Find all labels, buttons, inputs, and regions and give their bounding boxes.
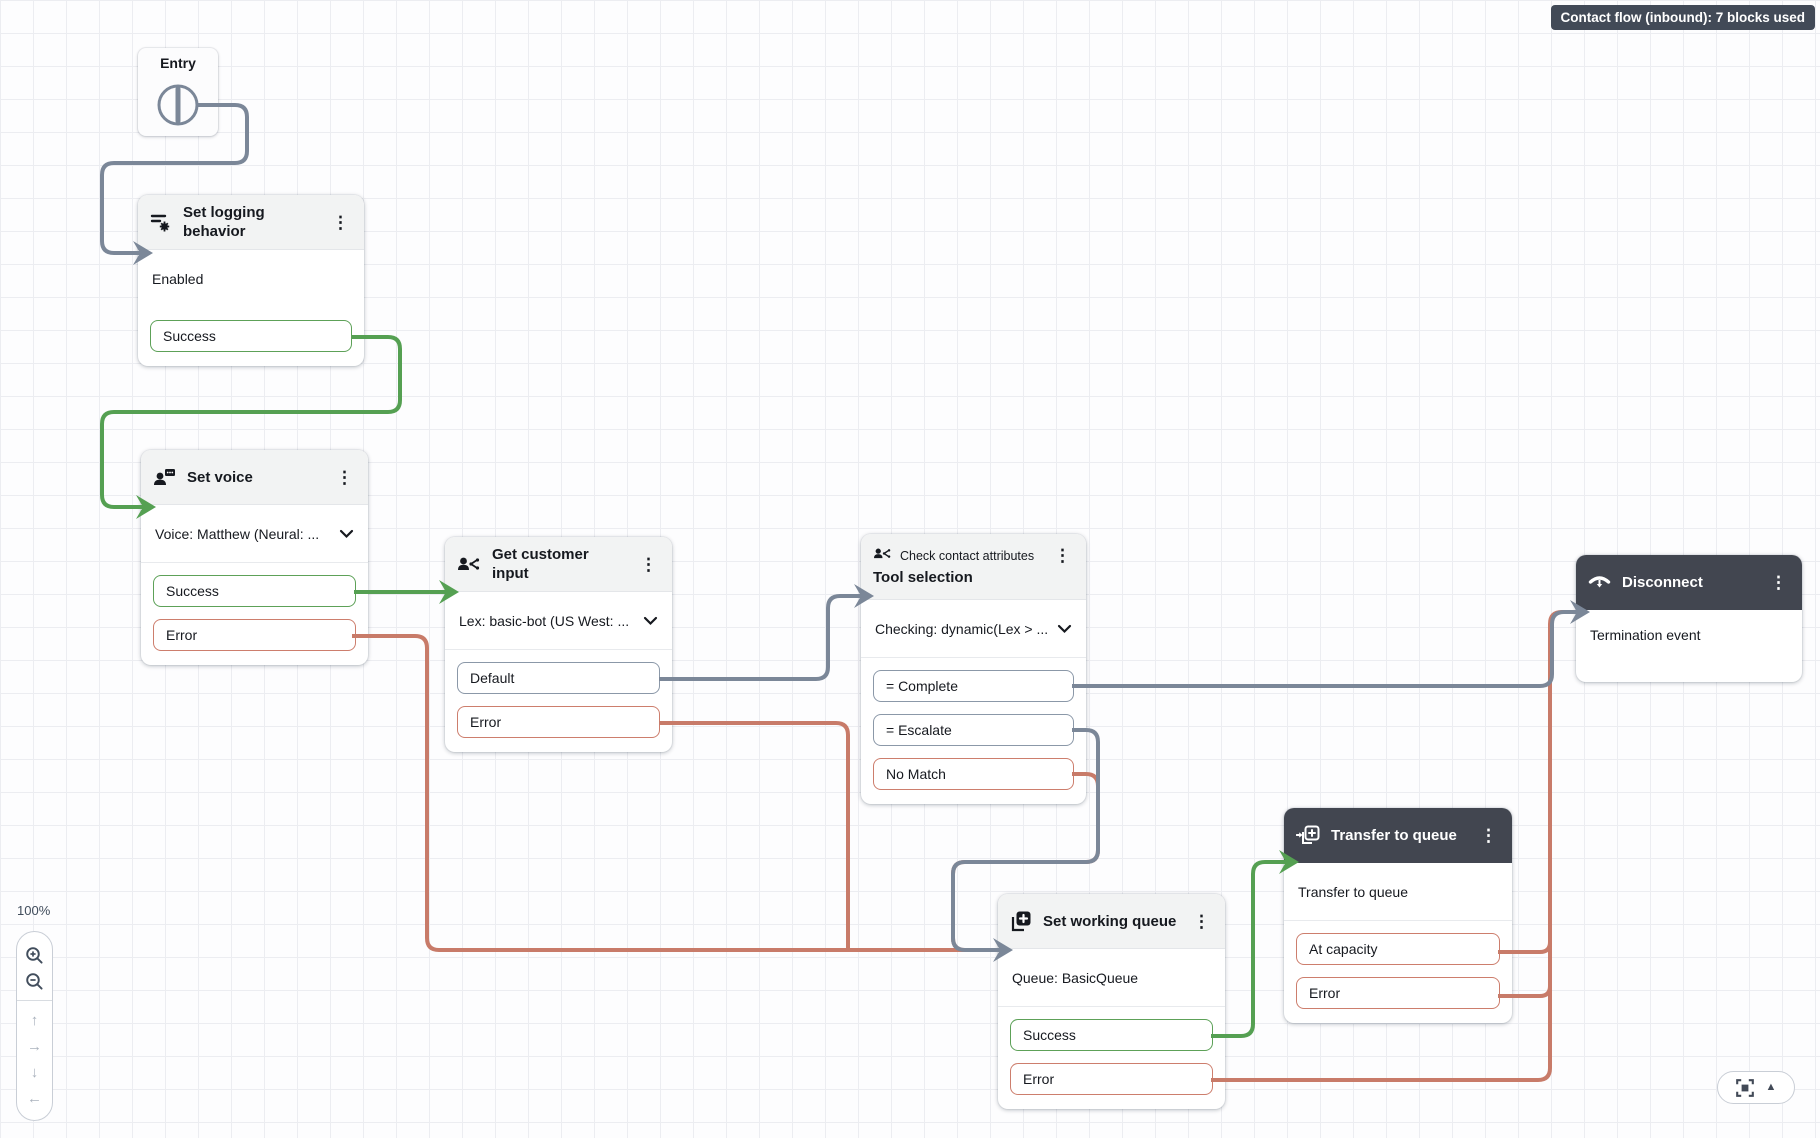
block-header[interactable]: Set working queue ⋮ [998, 894, 1225, 949]
block-title: Tool selection [873, 569, 973, 586]
output-default[interactable]: Default [457, 662, 660, 694]
zoom-in-icon [26, 946, 43, 964]
pan-left-button[interactable]: ← [17, 1086, 52, 1112]
disconnect-phone-icon [1588, 572, 1611, 592]
block-title: Get customer input [492, 546, 589, 582]
block-title: Disconnect [1622, 573, 1703, 591]
zoom-out-icon [26, 972, 43, 990]
collapse-triangle-icon[interactable]: ▲ [1765, 1081, 1777, 1093]
block-header[interactable]: Disconnect ⋮ [1576, 555, 1802, 610]
chevron-down-icon [339, 529, 354, 538]
block-disconnect[interactable]: Disconnect ⋮ Termination event [1576, 555, 1802, 682]
block-transfer-to-queue[interactable]: Transfer to queue ⋮ Transfer to queue At… [1284, 808, 1512, 1023]
output-success[interactable]: Success [153, 575, 356, 607]
kebab-menu-icon[interactable]: ⋮ [1770, 572, 1787, 592]
output-complete[interactable]: = Complete [873, 670, 1074, 702]
fit-to-screen-button[interactable] [1735, 1078, 1754, 1097]
output-escalate[interactable]: = Escalate [873, 714, 1074, 746]
zoom-in-button[interactable] [17, 942, 52, 968]
block-check-contact-attributes[interactable]: Check contact attributes ⋮ Tool selectio… [861, 534, 1086, 804]
set-logging-behavior-icon [150, 211, 172, 233]
chevron-down-icon [1057, 624, 1072, 633]
block-title: Set voice [187, 468, 253, 486]
output-error[interactable]: Error [457, 706, 660, 738]
pan-up-button[interactable]: ↑ [17, 1007, 52, 1033]
output-success[interactable]: Success [1010, 1019, 1213, 1051]
block-header[interactable]: Transfer to queue ⋮ [1284, 808, 1512, 863]
block-title: Transfer to queue [1331, 826, 1457, 844]
output-success[interactable]: Success [150, 320, 352, 352]
block-title: Set working queue [1043, 912, 1177, 930]
entry-title: Entry [160, 55, 196, 71]
arrow-left-icon: ← [27, 1090, 42, 1108]
kebab-menu-icon[interactable]: ⋮ [1054, 546, 1071, 565]
lex-bot-dropdown[interactable]: Lex: basic-bot (US West: ... [445, 592, 672, 650]
output-error[interactable]: Error [1010, 1063, 1213, 1095]
block-header[interactable]: Get customer input ⋮ [445, 537, 672, 592]
arrow-up-icon: ↑ [30, 1011, 39, 1029]
zoom-level-label: 100% [17, 903, 51, 918]
output-at-capacity[interactable]: At capacity [1296, 933, 1500, 965]
contact-flow-status-badge: Contact flow (inbound): 7 blocks used [1550, 5, 1815, 30]
canvas-controls: ↑ → ↓ ← [16, 931, 53, 1121]
queue-parameter: Queue: BasicQueue [998, 949, 1225, 1007]
pan-right-button[interactable]: → [17, 1033, 52, 1059]
minimap-controls: ▲ [1717, 1071, 1795, 1104]
block-category: Check contact attributes [900, 548, 1035, 563]
block-header[interactable]: Check contact attributes ⋮ Tool selectio… [861, 534, 1086, 600]
termination-event-label: Termination event [1590, 627, 1701, 643]
chevron-down-icon [643, 616, 658, 625]
controls-divider [17, 1000, 52, 1002]
block-entry[interactable]: Entry [138, 48, 218, 136]
get-customer-input-icon [457, 553, 481, 575]
kebab-menu-icon[interactable]: ⋮ [640, 554, 657, 574]
kebab-menu-icon[interactable]: ⋮ [1480, 825, 1497, 845]
block-set-logging-behavior[interactable]: Set logging behavior ⋮ Enabled Success [138, 195, 364, 366]
pan-down-button[interactable]: ↓ [17, 1060, 52, 1086]
block-get-customer-input[interactable]: Get customer input ⋮ Lex: basic-bot (US … [445, 537, 672, 752]
arrow-right-icon: → [27, 1038, 42, 1056]
fit-to-screen-icon [1735, 1078, 1754, 1097]
block-title: Set logging behavior [183, 204, 265, 240]
transfer-parameter: Transfer to queue [1284, 863, 1512, 921]
zoom-out-button[interactable] [17, 968, 52, 994]
kebab-menu-icon[interactable]: ⋮ [332, 212, 349, 232]
set-working-queue-icon [1010, 910, 1032, 932]
checking-dropdown[interactable]: Checking: dynamic(Lex > ... [861, 600, 1086, 658]
output-no-match[interactable]: No Match [873, 758, 1074, 790]
kebab-menu-icon[interactable]: ⋮ [1193, 911, 1210, 931]
block-set-voice[interactable]: Set voice ⋮ Voice: Matthew (Neural: ... … [141, 450, 368, 665]
output-error[interactable]: Error [153, 619, 356, 651]
logging-parameter: Enabled [152, 271, 204, 287]
check-contact-attributes-icon [873, 545, 892, 566]
set-voice-icon [153, 466, 176, 488]
block-header[interactable]: Set voice ⋮ [141, 450, 368, 505]
voice-dropdown[interactable]: Voice: Matthew (Neural: ... [141, 505, 368, 563]
arrow-down-icon: ↓ [30, 1064, 39, 1082]
block-header[interactable]: Set logging behavior ⋮ [138, 195, 364, 250]
transfer-to-queue-icon [1296, 824, 1320, 846]
block-set-working-queue[interactable]: Set working queue ⋮ Queue: BasicQueue Su… [998, 894, 1225, 1109]
kebab-menu-icon[interactable]: ⋮ [336, 467, 353, 487]
output-error[interactable]: Error [1296, 977, 1500, 1009]
